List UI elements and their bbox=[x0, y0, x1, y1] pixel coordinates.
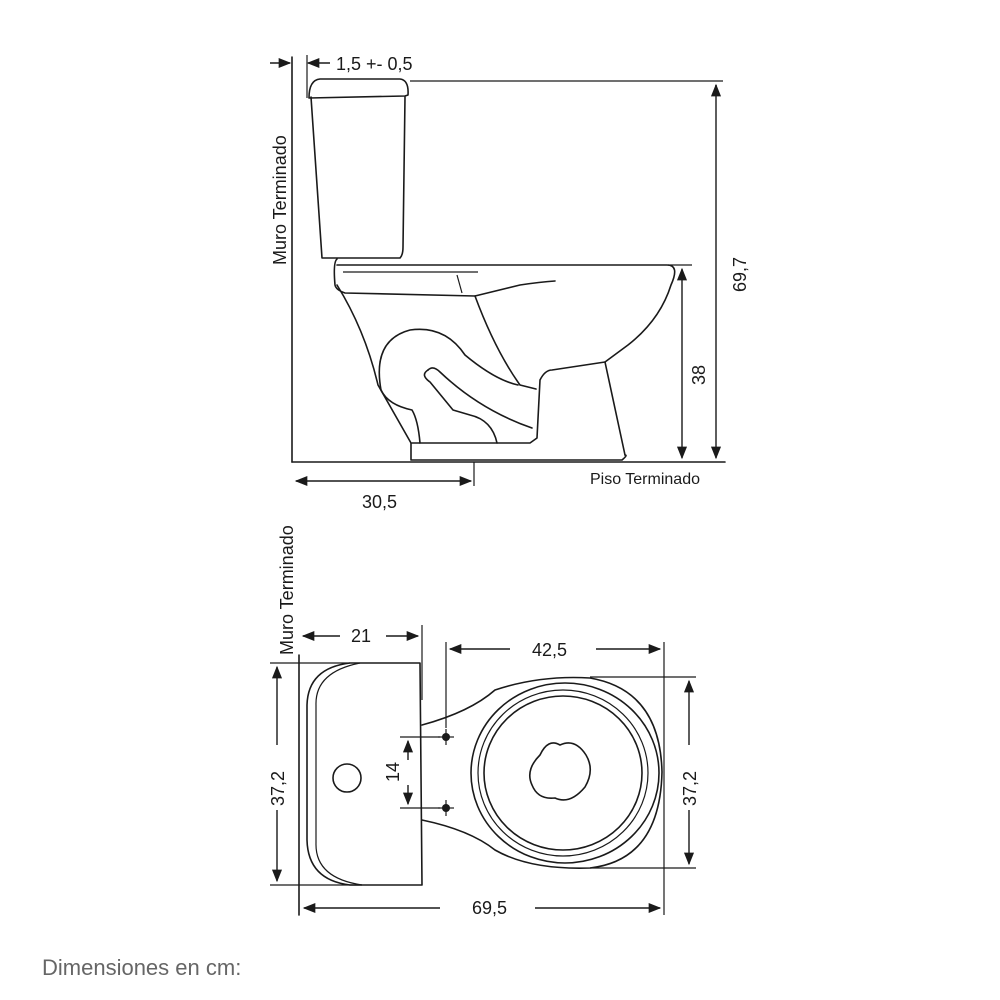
bowl-front bbox=[336, 284, 412, 444]
seat-height-label: 38 bbox=[689, 365, 709, 385]
bowl-rim-outer bbox=[470, 682, 660, 864]
top-view: Muro Terminado 21 42,5 37,2 bbox=[268, 525, 700, 918]
bowl-outline bbox=[336, 264, 676, 456]
total-length-label: 69,5 bbox=[472, 898, 507, 918]
total-height-label: 69,7 bbox=[730, 257, 750, 292]
caption: Dimensiones en cm: bbox=[42, 955, 242, 980]
drain-outlet bbox=[529, 742, 592, 801]
toilet-base bbox=[410, 442, 627, 461]
tank-width-label: 37,2 bbox=[268, 771, 288, 806]
flush-hole bbox=[332, 763, 362, 793]
tank-depth-label: 21 bbox=[351, 626, 371, 646]
rough-in-label: 30,5 bbox=[362, 492, 397, 512]
gap-dim-label: 1,5 +- 0,5 bbox=[336, 54, 413, 74]
tank-body bbox=[310, 96, 406, 259]
top-wall-label: Muro Terminado bbox=[277, 525, 297, 655]
tank-top bbox=[306, 662, 423, 886]
bowl-top-outline bbox=[421, 676, 663, 869]
bolt-spacing-label: 14 bbox=[383, 762, 403, 782]
floor-bolt-top bbox=[438, 729, 454, 745]
side-wall-label: Muro Terminado bbox=[270, 135, 290, 265]
bowl-width-label: 37,2 bbox=[680, 771, 700, 806]
tank-lid bbox=[308, 78, 409, 99]
floor-bolt-bottom bbox=[438, 800, 454, 816]
side-view: Muro Terminado Piso Terminado 1,5 +- 0,5… bbox=[270, 54, 750, 512]
floor-label: Piso Terminado bbox=[590, 471, 700, 488]
bowl-rim bbox=[333, 258, 556, 297]
bowl-length-label: 42,5 bbox=[532, 640, 567, 660]
trapway bbox=[378, 328, 519, 391]
